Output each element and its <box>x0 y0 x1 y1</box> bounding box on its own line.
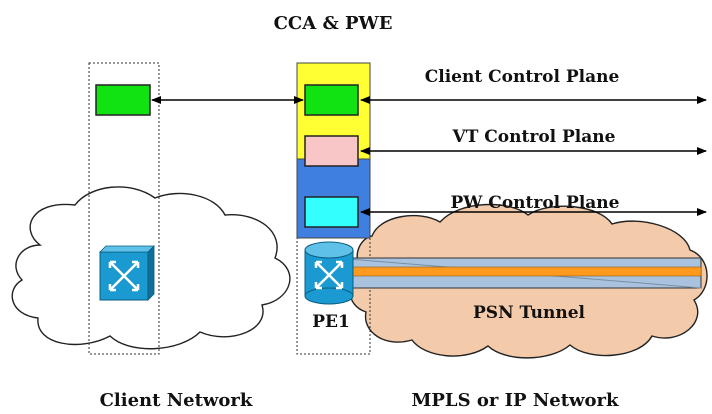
mpls-network-label: MPLS or IP Network <box>411 390 619 411</box>
client-network-label: Client Network <box>100 390 253 411</box>
pe-client-control-box <box>304 84 359 116</box>
client-control-box <box>95 84 151 116</box>
client-column <box>88 62 160 355</box>
psn-tunnel-label: PSN Tunnel <box>473 303 586 323</box>
pw-control-plane-label: PW Control Plane <box>451 193 620 213</box>
psn-tunnel-core <box>336 266 702 277</box>
pe-router-icon <box>304 241 354 305</box>
pw-control-box <box>304 196 359 228</box>
diagram-title: CCA & PWE <box>274 13 393 34</box>
client-control-plane-label: Client Control Plane <box>425 67 620 87</box>
client-switch-icon <box>99 245 155 301</box>
vt-control-box <box>304 135 359 167</box>
pe1-label: PE1 <box>312 312 350 332</box>
vt-control-plane-label: VT Control Plane <box>452 127 616 147</box>
